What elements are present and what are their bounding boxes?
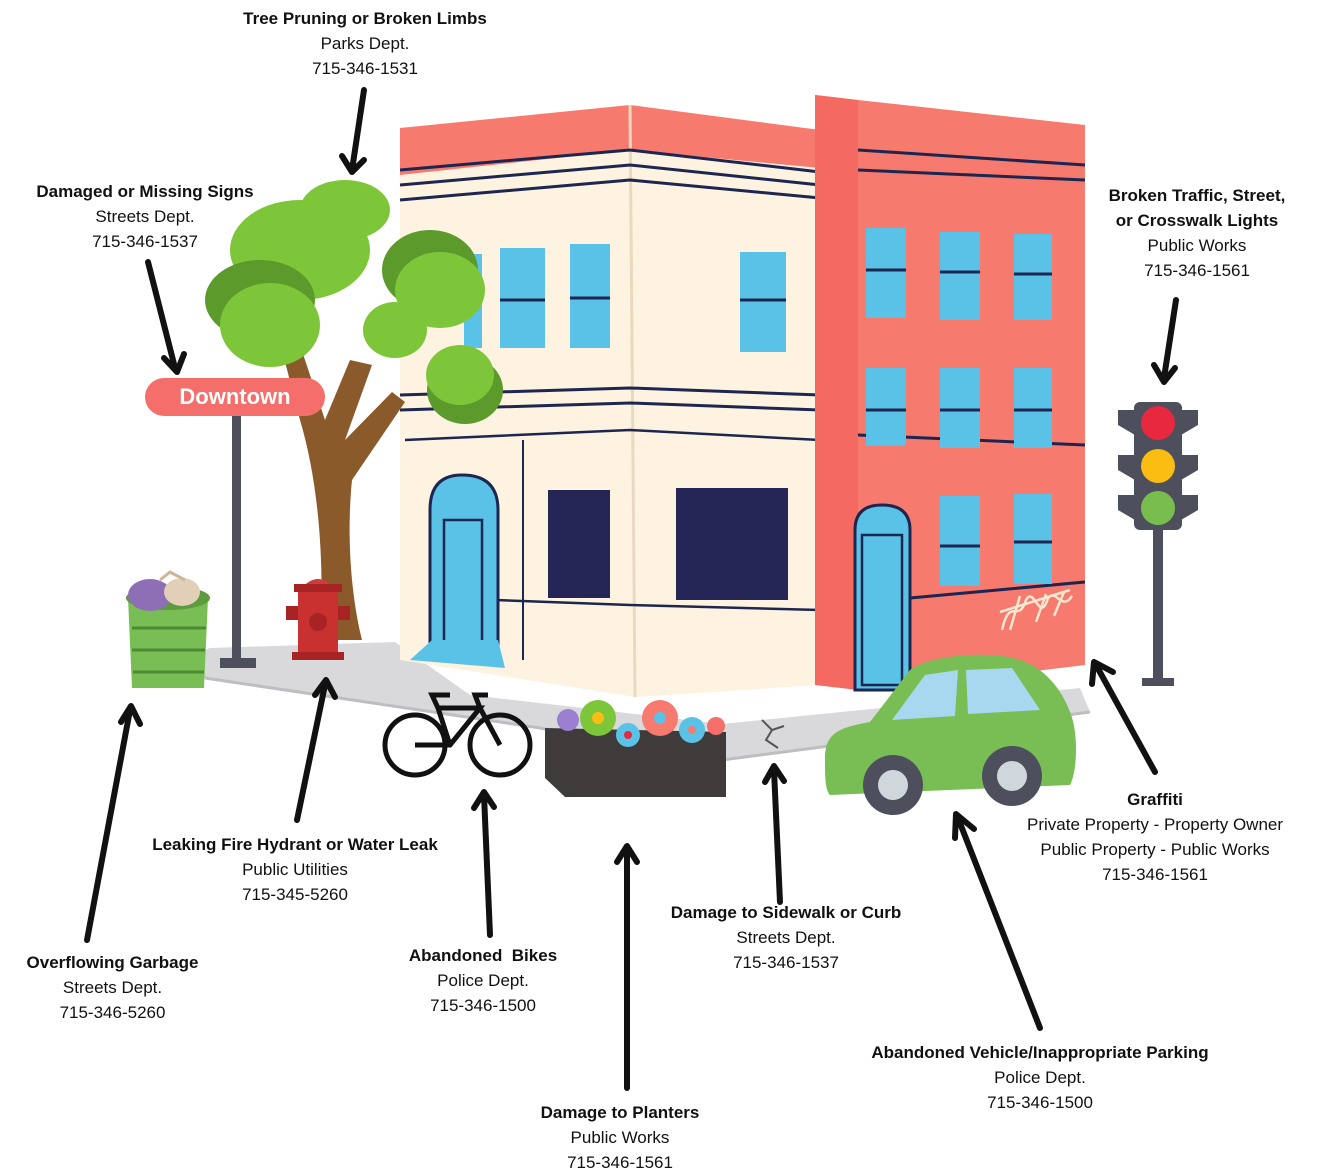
callout-title: Damage to Planters (540, 1103, 700, 1122)
car-icon (825, 654, 1076, 815)
callout-title: or Crosswalk Lights (1115, 211, 1279, 230)
arrow-garbage (84, 703, 143, 943)
callout-dept: Streets Dept. (62, 978, 163, 997)
arrow-hydrant (294, 677, 338, 823)
callout-phone: 715-346-1561 (567, 1153, 673, 1172)
callout-title: Damaged or Missing Signs (36, 182, 254, 201)
arrow-vehicle (952, 811, 1043, 1031)
callout-phone: 715-345-5260 (242, 885, 348, 904)
callout-dept: Public Works (1147, 236, 1247, 255)
callout-dept: Parks Dept. (320, 34, 410, 53)
sign-text: Downtown (179, 384, 290, 409)
tree-icon (205, 180, 503, 640)
callout-dept: Private Property - Property Owner (1026, 815, 1284, 834)
garbage-can-icon (126, 570, 210, 688)
callout-title: Graffiti (1127, 790, 1183, 809)
street-sign-icon: Downtown (145, 378, 325, 668)
callout-title: Broken Traffic, Street, (1108, 186, 1286, 205)
callout-title: Abandoned Bikes (408, 946, 558, 965)
callout-title: Tree Pruning or Broken Limbs (243, 9, 487, 28)
callout-phone: 715-346-1500 (987, 1093, 1093, 1112)
fire-hydrant-icon (286, 579, 350, 660)
callout-trees: Tree Pruning or Broken Limbs Parks Dept.… (195, 6, 535, 81)
planter-icon (545, 700, 726, 797)
callout-vehicle: Abandoned Vehicle/Inappropriate Parking … (825, 1040, 1255, 1115)
callout-dept: Streets Dept. (736, 928, 836, 947)
callout-title: Damage to Sidewalk or Curb (670, 903, 902, 922)
callout-phone: 715-346-1561 (1144, 261, 1250, 280)
arrows (84, 87, 1179, 1091)
callout-hydrant: Leaking Fire Hydrant or Water Leak Publi… (115, 832, 475, 907)
callout-garbage: Overflowing Garbage Streets Dept. 715-34… (0, 950, 225, 1025)
callout-dept: Police Dept. (994, 1068, 1086, 1087)
callout-dept: Streets Dept. (95, 207, 195, 226)
arrow-signs (145, 259, 187, 375)
callout-dept: Public Utilities (242, 860, 348, 879)
arrow-lights (1151, 297, 1179, 385)
callout-phone: 715-346-1531 (312, 59, 418, 78)
callout-lights: Broken Traffic, Street, or Crosswalk Lig… (1077, 183, 1317, 283)
callout-phone: 715-346-1537 (92, 232, 198, 251)
arrow-trees (339, 87, 367, 175)
traffic-light-icon (1118, 402, 1198, 686)
callout-graffiti: Graffiti Private Property - Property Own… (990, 787, 1320, 887)
bicycle-icon (382, 692, 533, 778)
graffiti-icon (999, 588, 1074, 631)
callout-phone: 715-346-1500 (430, 996, 536, 1015)
callout-dept: Public Works (570, 1128, 670, 1147)
arrow-bikes (471, 789, 497, 938)
callout-phone: 715-346-1561 (1102, 865, 1208, 884)
callout-bikes: Abandoned Bikes Police Dept. 715-346-150… (383, 943, 583, 1018)
coral-building (815, 95, 1086, 692)
arrow-graffiti (1089, 659, 1158, 775)
callout-title: Overflowing Garbage (26, 953, 199, 972)
callout-title: Leaking Fire Hydrant or Water Leak (152, 835, 438, 854)
callout-title: Abandoned Vehicle/Inappropriate Parking (871, 1043, 1209, 1062)
callout-sidewalk: Damage to Sidewalk or Curb Streets Dept.… (636, 900, 936, 975)
callout-phone: 715-346-5260 (59, 1003, 166, 1022)
callout-dept: Public Property - Public Works (1040, 840, 1270, 859)
callout-dept: Police Dept. (437, 971, 529, 990)
callout-phone: 715-346-1537 (733, 953, 839, 972)
callout-signs: Damaged or Missing Signs Streets Dept. 7… (5, 179, 285, 254)
callout-planters: Damage to Planters Public Works 715-346-… (505, 1100, 735, 1175)
arrow-planters (614, 843, 640, 1091)
arrow-sidewalk (762, 763, 787, 905)
sidewalk-crack-icon (761, 719, 785, 749)
